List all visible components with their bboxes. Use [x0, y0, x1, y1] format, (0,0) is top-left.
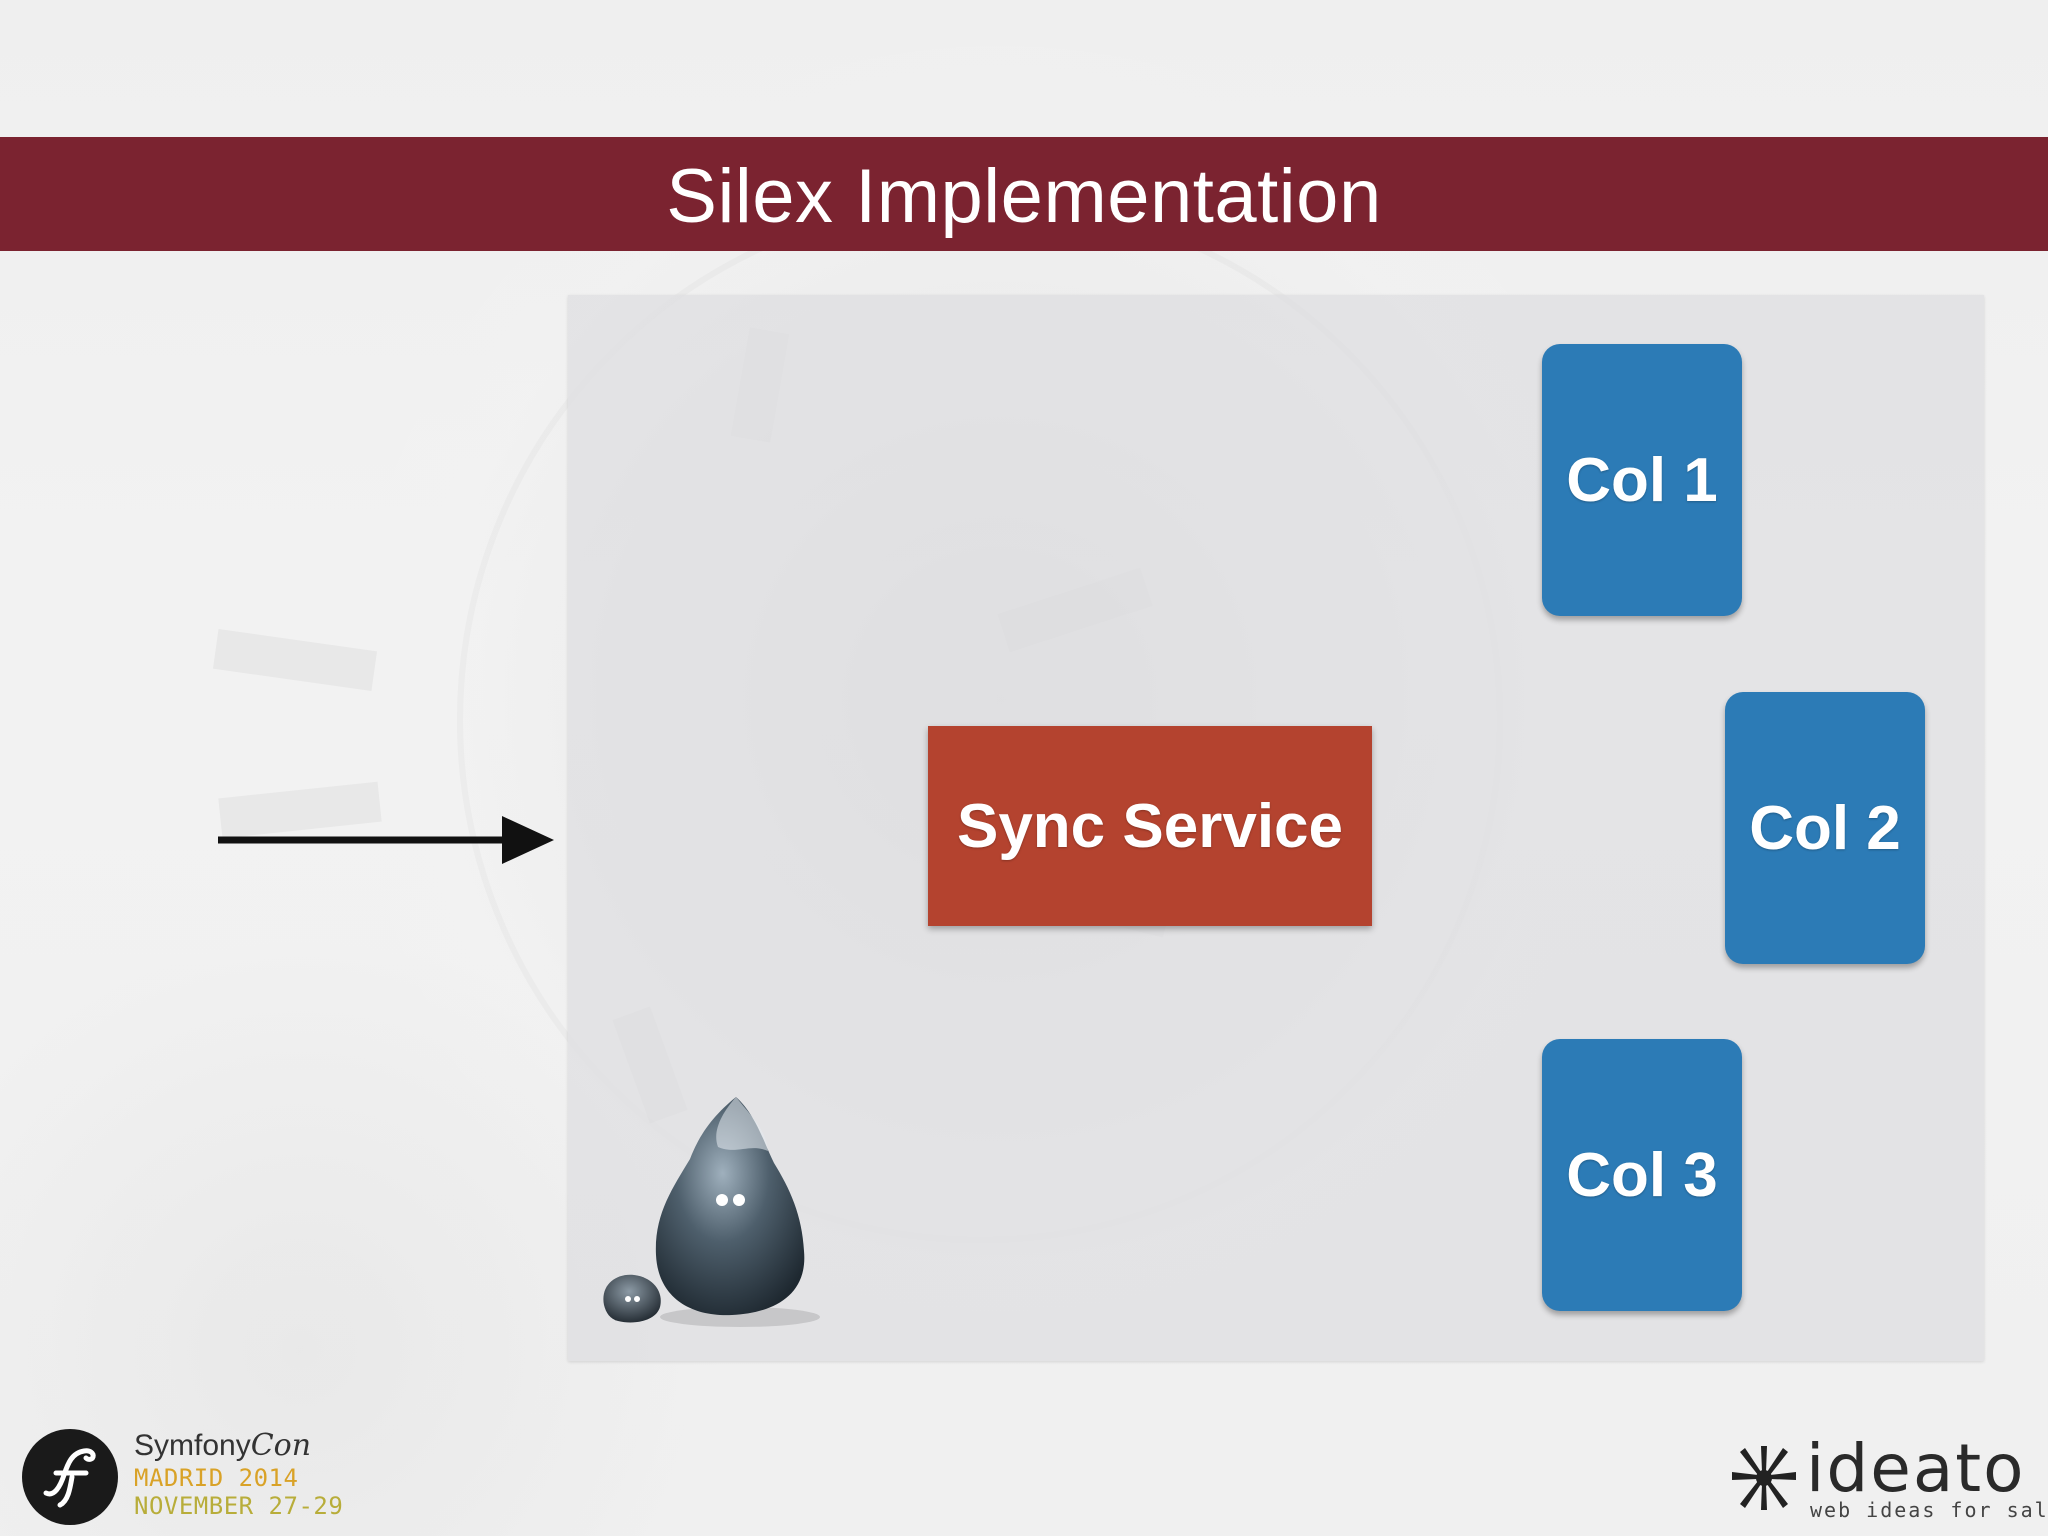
ideato-logo: ideato web ideas for sale — [1728, 1430, 2048, 1526]
collection-label-2: Col 2 — [1749, 793, 1901, 863]
ideato-tagline: web ideas for sale — [1810, 1498, 2048, 1522]
sync-service-label: Sync Service — [956, 791, 1344, 861]
collection-box-1: Col 1 — [1542, 344, 1742, 616]
symfonycon-title-con: Con — [250, 1428, 312, 1463]
collection-label-3: Col 3 — [1566, 1140, 1718, 1210]
rock-mascot-icon — [603, 1097, 820, 1327]
symfonycon-branding: SymfonyCon MADRID 2014 NOVEMBER 27-29 — [134, 1428, 354, 1520]
symfonycon-title: SymfonyCon — [134, 1428, 354, 1464]
asterisk-star-icon — [1732, 1446, 1796, 1510]
slide-title: Silex Implementation — [666, 153, 1382, 239]
symfonycon-date: NOVEMBER 27-29 — [134, 1492, 344, 1520]
title-banner: Silex Implementation — [0, 137, 2048, 251]
sync-service-box: Sync Service — [928, 726, 1372, 926]
collection-box-3: Col 3 — [1542, 1039, 1742, 1311]
symfony-logo-icon — [22, 1429, 118, 1525]
symfonycon-title-main: Symfony — [134, 1429, 251, 1462]
symfonycon-city: MADRID 2014 — [134, 1464, 299, 1492]
arrow-right-icon — [218, 816, 554, 864]
collection-box-2: Col 2 — [1725, 692, 1925, 964]
collection-label-1: Col 1 — [1566, 445, 1718, 515]
ideato-wordmark: ideato — [1806, 1430, 2026, 1507]
